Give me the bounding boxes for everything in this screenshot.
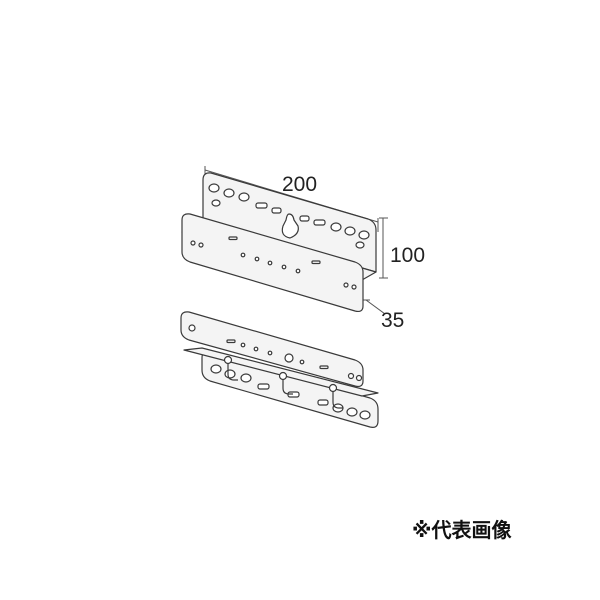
keyhole-icon <box>281 213 299 239</box>
lower-back-slots <box>210 364 371 420</box>
height-label: 100 <box>390 244 425 267</box>
lower-bracket <box>180 311 379 428</box>
width-label: 200 <box>282 173 317 196</box>
upper-front-holes <box>190 236 357 290</box>
upper-back-slots <box>208 183 370 249</box>
lower-front-holes <box>188 324 363 382</box>
depth-label: 35 <box>381 309 404 332</box>
representative-image-note: ※代表画像 <box>412 518 512 542</box>
upper-bracket <box>181 172 377 313</box>
hook-studs <box>223 355 343 409</box>
